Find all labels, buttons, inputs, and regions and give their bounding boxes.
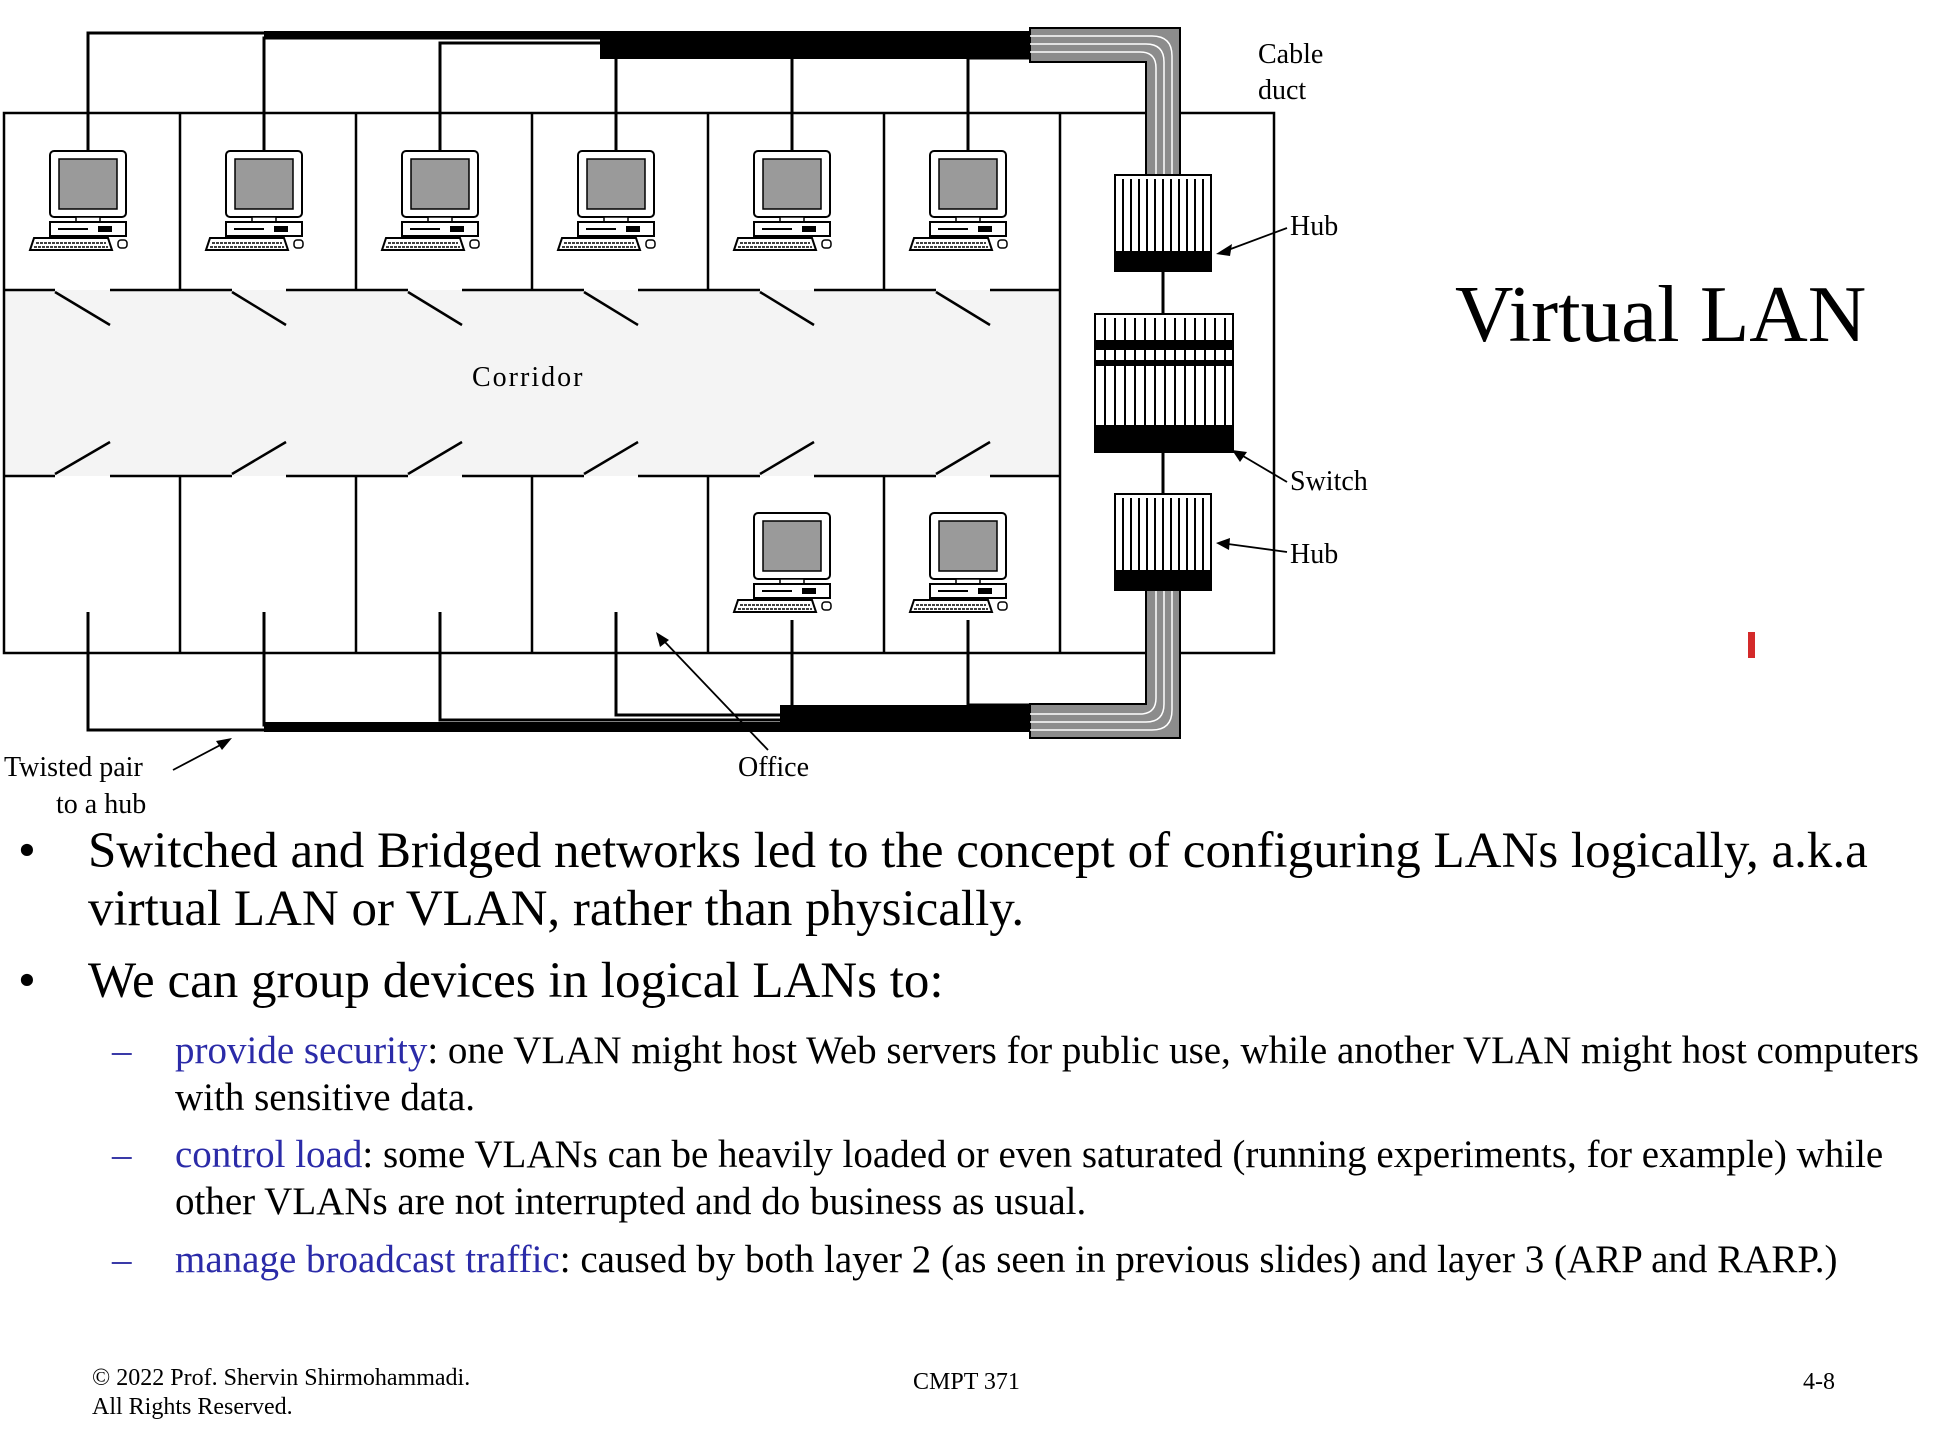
sub-bullet-text: : one VLAN might host Web servers for pu…	[175, 1029, 1919, 1119]
building-outline	[2, 111, 1276, 655]
sub-bullet-keyword: manage broadcast traffic	[175, 1238, 560, 1281]
dash-icon: –	[112, 1029, 132, 1072]
computer-icon	[909, 150, 1008, 251]
switch-label: Switch	[1290, 466, 1368, 497]
computer-icon	[733, 512, 832, 613]
footer-page-number: 4-8	[1803, 1369, 1835, 1395]
corridor-area	[4, 290, 1060, 476]
cable-duct-label: duct	[1258, 75, 1306, 106]
bullet-dot-icon: •	[18, 953, 36, 1009]
hub-bottom-device	[1114, 493, 1212, 591]
sub-bullet-text: : some VLANs can be heavily loaded or ev…	[175, 1133, 1884, 1223]
dash-icon: –	[112, 1238, 132, 1281]
computer-icon	[557, 150, 656, 251]
cable-duct-top	[1029, 27, 1181, 179]
copyright-line: © 2022 Prof. Shervin Shirmohammadi.	[92, 1365, 471, 1391]
bullet-text: Switched and Bridged networks led to the…	[88, 823, 1868, 937]
vlan-floor-plan-diagram: Cable duct Hub Switch Hub Corridor Twist…	[2, 27, 1368, 820]
footer-copyright: © 2022 Prof. Shervin Shirmohammadi. All …	[92, 1364, 470, 1422]
dash-icon: –	[112, 1133, 132, 1176]
twisted-pair-label: Twisted pair	[4, 752, 143, 783]
bottom-cables	[86, 612, 1030, 732]
hub-top-label: Hub	[1290, 211, 1338, 242]
slide-title: Virtual LAN	[1455, 269, 1867, 359]
cable-duct-bottom	[1029, 587, 1181, 739]
sub-bullet-keyword: control load	[175, 1133, 363, 1176]
label-pointers	[172, 227, 1288, 771]
computer-icon	[381, 150, 480, 251]
corridor-walls	[4, 113, 1062, 653]
cable-duct-label: Cable	[1258, 39, 1323, 70]
copyright-line: All Rights Reserved.	[92, 1394, 293, 1420]
hub-bottom-label: Hub	[1290, 539, 1338, 570]
twisted-pair-label: to a hub	[56, 789, 146, 820]
top-cables	[86, 31, 1030, 200]
bullet-dot-icon: •	[18, 823, 36, 879]
computer-icon	[909, 512, 1008, 613]
laser-pointer-mark	[1748, 632, 1755, 658]
office-doors	[54, 290, 991, 476]
computer-icon	[205, 150, 304, 251]
corridor-label: Corridor	[472, 362, 584, 393]
switch-device	[1094, 313, 1234, 453]
footer-course: CMPT 371	[913, 1369, 1020, 1395]
hub-top-device	[1114, 174, 1212, 272]
computer-icon	[29, 150, 128, 251]
sub-bullet-text: : caused by both layer 2 (as seen in pre…	[559, 1238, 1838, 1281]
computer-icon	[733, 150, 832, 251]
sub-bullet-keyword: provide security	[175, 1029, 428, 1072]
office-label: Office	[738, 752, 809, 783]
bullet-text: We can group devices in logical LANs to:	[88, 953, 944, 1009]
